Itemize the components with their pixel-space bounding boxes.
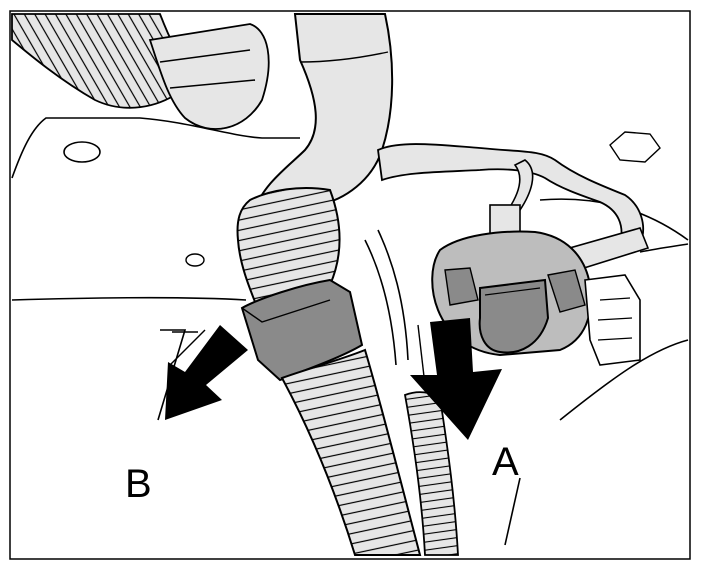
label-b: B: [125, 462, 152, 506]
panel-hole: [185, 253, 205, 267]
panel-hole: [63, 141, 101, 163]
hose-clamp-top: [148, 23, 270, 130]
arrow-b: [165, 325, 248, 420]
wire-terminal: [489, 204, 521, 236]
hex-bolt: [609, 131, 661, 163]
corrugated-hose-lower: [280, 348, 422, 556]
label-a: A: [492, 440, 519, 484]
arrow-a: [410, 318, 502, 440]
sensor-plug: [478, 278, 550, 354]
mount-bracket: [584, 274, 641, 366]
